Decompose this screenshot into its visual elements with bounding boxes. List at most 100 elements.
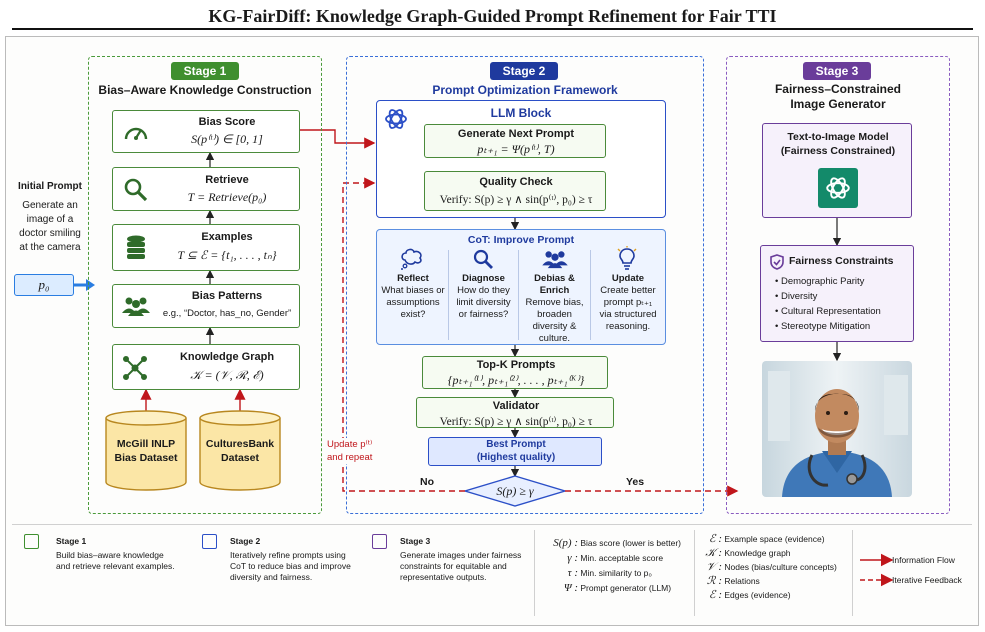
page-title: KG-FairDiff: Knowledge Graph-Guided Prom… xyxy=(208,6,777,26)
cot-divider xyxy=(518,250,519,340)
legend-separator xyxy=(694,530,695,616)
feedback-label: Update p⁽ᵗ⁾ and repeat xyxy=(327,438,387,464)
generate-next-prompt-box: Generate Next Prompt pₜ₊₁ = Ψ(p⁽ᵗ⁾, T) xyxy=(424,124,606,158)
legend-stage-line: and retrieve relevant examples. xyxy=(56,561,175,571)
stage3-heading: Fairness–Constrained Image Generator xyxy=(730,82,946,112)
mcgill-dataset-cylinder xyxy=(105,410,187,491)
cot-step-line: How do they xyxy=(457,285,510,296)
culturesbank-dataset-line: Dataset xyxy=(221,452,259,464)
group-icon xyxy=(542,251,568,269)
bias-patterns-box: Bias Patterns e.g., “Doctor, has_no, Gen… xyxy=(112,284,300,328)
examples-formula: T ⊆ ℰ = {t₁, . . . , tₙ} xyxy=(177,248,277,262)
stage3-heading-line: Image Generator xyxy=(790,97,886,111)
bias-score-formula: S(p⁽ᵗ⁾) ∈ [0, 1] xyxy=(191,132,263,146)
title-rule xyxy=(12,28,973,30)
legend-symbol-row: ℰ : Example space (evidence) xyxy=(700,532,850,546)
constraint-item: • Diversity xyxy=(775,291,818,302)
legend-separator xyxy=(534,530,535,616)
examples-title: Examples xyxy=(201,231,253,243)
cot-step-line: limit diversity xyxy=(456,297,511,308)
legend-symbol-desc: Min. similarity to p₀ xyxy=(580,568,652,578)
quality-title: Quality Check xyxy=(479,176,553,188)
cot-step-title: Reflect xyxy=(397,273,429,284)
tti-model-line: Text-to-Image Model xyxy=(787,131,889,143)
legend-symbol-desc: Bias score (lower is better) xyxy=(580,538,681,548)
stage3-tag: Stage 3 xyxy=(803,62,871,80)
legend-symbol-row: 𝒱 : Nodes (bias/culture concepts) xyxy=(700,560,850,574)
legend-symbol: γ : xyxy=(567,552,578,564)
legend-symbol-desc: Knowledge graph xyxy=(724,548,791,558)
generate-title: Generate Next Prompt xyxy=(457,128,575,140)
cot-step-line: diversity & xyxy=(532,321,577,332)
legend-divider xyxy=(12,524,972,525)
legend-stage-line: CoT to reduce bias and improve xyxy=(230,561,351,571)
initial-prompt-line: image of a xyxy=(26,214,74,225)
constraint-label: Demographic Parity xyxy=(780,276,865,287)
bias-score-title: Bias Score xyxy=(198,116,256,128)
legend-symbol-desc: Prompt generator (LLM) xyxy=(580,583,672,593)
knowledge-graph-box: Knowledge Graph 𝒦 = (𝒱, ℛ, ℰ) xyxy=(112,344,300,390)
legend-symbols-1: S(p) : Bias score (lower is better) γ : … xyxy=(540,536,690,596)
fairness-constraints-list: • Demographic Parity • Diversity • Cultu… xyxy=(775,274,913,334)
cot-step-title: Diagnose xyxy=(462,273,505,284)
constraint-item: • Cultural Representation xyxy=(775,306,881,317)
cot-step-line: broaden xyxy=(537,309,572,320)
legend-symbol-desc: Edges (evidence) xyxy=(724,590,791,600)
model-logo-tile xyxy=(818,168,858,208)
cot-step-diagnose: Diagnose How do they limit diversity or … xyxy=(449,273,518,321)
cot-step-line: Remove bias, xyxy=(525,297,584,308)
stage2-panel xyxy=(346,56,704,514)
legend-symbol-row: 𝒦 : Knowledge graph xyxy=(700,546,850,560)
cot-divider xyxy=(448,250,449,340)
feedback-line: Update p⁽ᵗ⁾ xyxy=(327,439,373,450)
legend-stage1: Stage 1 Build bias–aware knowledge and r… xyxy=(56,536,186,572)
legend-symbol: S(p) : xyxy=(553,537,578,549)
best-prompt-box: Best Prompt (Highest quality) xyxy=(428,437,602,466)
initial-prompt-heading: Initial Prompt xyxy=(18,181,82,192)
decision-diamond xyxy=(462,475,568,507)
cot-divider xyxy=(590,250,591,340)
cot-step-line: assumptions xyxy=(386,297,440,308)
best-prompt-title: Best Prompt xyxy=(486,439,546,450)
cot-title: CoT: Improve Prompt xyxy=(467,234,575,246)
best-prompt-sub: (Highest quality) xyxy=(476,452,556,463)
culturesbank-dataset-line: CulturesBank xyxy=(205,438,275,450)
arrow-score-to-llm xyxy=(300,129,376,149)
validator-formula: Verify: S(p) ≥ γ ∧ sin(p⁽ᵗ⁾, p₀) ≥ τ xyxy=(439,416,593,428)
legend-stage-title: Stage 3 xyxy=(400,536,431,546)
cot-step-line: What biases or xyxy=(381,285,445,296)
cot-step-line: reasoning. xyxy=(605,321,651,332)
constraint-label: Cultural Representation xyxy=(780,306,881,317)
legend-information-flow: Information Flow xyxy=(892,555,955,565)
cot-step-debias: Debias & Enrich Remove bias, broaden div… xyxy=(519,273,590,345)
legend-stage3: Stage 3 Generate images under fairness c… xyxy=(400,536,535,583)
legend-symbol-row: γ : Min. acceptable score xyxy=(540,551,690,566)
thought-bubble-icon xyxy=(401,248,422,270)
culturesbank-dataset-cylinder xyxy=(199,410,281,491)
cot-step-reflect: Reflect What biases or assumptions exist… xyxy=(378,273,448,321)
constraint-label: Stereotype Mitigation xyxy=(780,321,871,332)
legend-symbol-desc: Relations xyxy=(724,576,760,586)
tti-model-label: Text-to-Image Model (Fairness Constraine… xyxy=(763,130,913,158)
legend-stage-line: Build bias–aware knowledge xyxy=(56,550,164,560)
legend-stage1-swatch xyxy=(24,534,39,549)
shield-icon xyxy=(770,254,784,270)
initial-prompt-text: Generate an image of a doctor smiling at… xyxy=(10,199,90,255)
legend-symbol: 𝒦 : xyxy=(705,547,722,559)
retrieve-title: Retrieve xyxy=(205,174,249,186)
retrieve-formula: T = Retrieve(p₀) xyxy=(187,190,267,204)
database-icon xyxy=(127,235,145,259)
quality-formula: Verify: S(p) ≥ γ ∧ sin(p⁽ᵗ⁾, p₀) ≥ τ xyxy=(439,194,593,206)
openai-logo-icon xyxy=(826,177,850,199)
legend-stage-line: Iteratively refine prompts using xyxy=(230,550,346,560)
graph-icon xyxy=(123,356,147,380)
decision-label: S(p) ≥ γ xyxy=(496,484,534,498)
legend-symbol-desc: Nodes (bias/culture concepts) xyxy=(724,562,837,572)
legend-symbol: ℰ : xyxy=(708,589,722,601)
feedback-line: and repeat xyxy=(327,452,373,463)
constraint-item: • Stereotype Mitigation xyxy=(775,321,871,332)
legend-symbol-row: ℛ : Relations xyxy=(700,574,850,588)
validator-box: Validator Verify: S(p) ≥ γ ∧ sin(p⁽ᵗ⁾, p… xyxy=(416,397,614,428)
retrieve-box: Retrieve T = Retrieve(p₀) xyxy=(112,167,300,211)
